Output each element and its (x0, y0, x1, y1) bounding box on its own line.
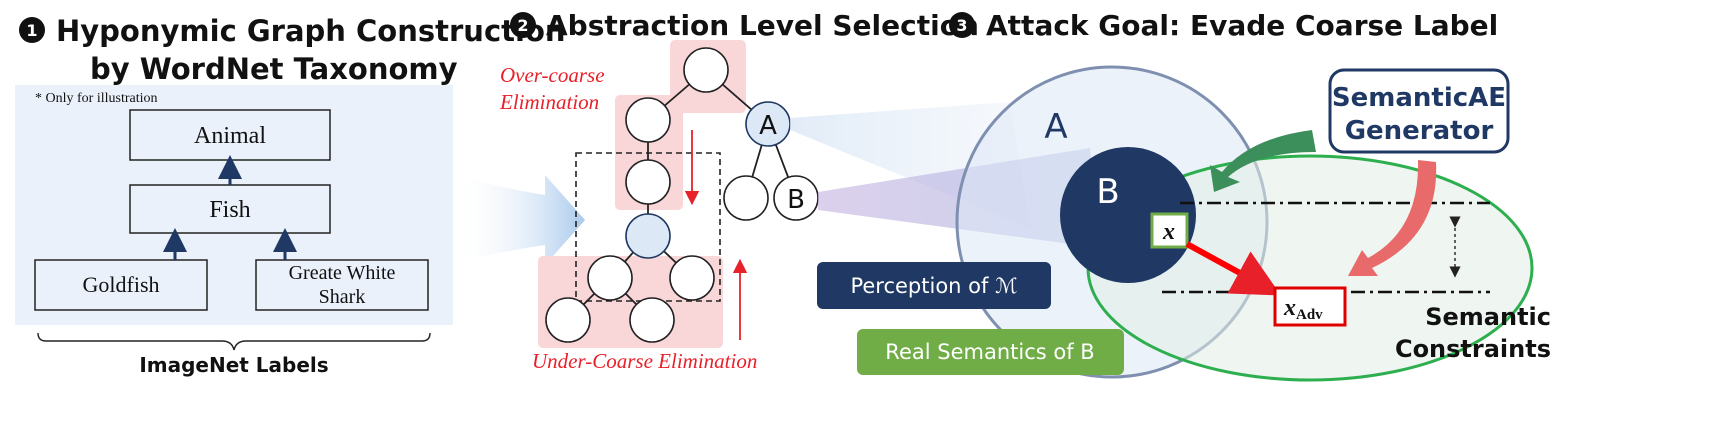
perception-pill (817, 262, 1051, 309)
section-3-number-badge (949, 12, 975, 38)
node-animal-box (129, 109, 331, 161)
labels-brace (37, 332, 431, 351)
node-shark-label-line-2: Shark (319, 286, 366, 308)
tree-node-left-2 (625, 159, 671, 205)
perception-symbol: ℳ (995, 274, 1017, 298)
section-2-title: Abstraction Level Selection (546, 9, 979, 42)
circle-a-label: A (1044, 107, 1067, 147)
over-coarse-label-line-2: Elimination (499, 90, 599, 114)
x-box (1150, 212, 1189, 249)
node-goldfish-label: Goldfish (83, 272, 160, 297)
section-1-title-line-1: Hyponymic Graph Construction (56, 14, 566, 48)
node-shark-box (255, 259, 429, 311)
x-adv-main: x (1283, 295, 1296, 321)
tree-node-selected (625, 213, 671, 259)
section-2-number-badge (510, 12, 536, 38)
section-1-title-line-2: by WordNet Taxonomy (90, 52, 458, 86)
generator-label-line-1: SemanticAE (1332, 83, 1506, 113)
perception-pill-label: Perception of ℳ (850, 274, 1017, 298)
taxonomy-note: * Only for illustration (35, 91, 158, 106)
generator-label-line-2: Generator (1345, 116, 1494, 146)
x-adv-sub: Adv (1296, 307, 1323, 323)
section-2-number: 2 (517, 16, 528, 35)
generator-box (1328, 68, 1510, 154)
section-3: 3 Attack Goal: Evade Coarse Label A B x … (790, 9, 1551, 382)
tree-node-llr (629, 297, 675, 343)
section-1-number-badge (19, 17, 45, 43)
tree-node-lll (545, 297, 591, 343)
over-coarse-label-line-1: Over-coarse (500, 63, 605, 87)
tree-node-a-left (723, 175, 769, 221)
x-adv-box (1273, 286, 1347, 327)
section-3-number: 3 (956, 16, 967, 35)
section-1: 1 Hyponymic Graph Construction by WordNe… (15, 14, 585, 377)
under-coarse-label: Under-Coarse Elimination (532, 349, 757, 373)
perception-prefix: Perception of (850, 274, 995, 298)
section-1-number: 1 (26, 21, 37, 40)
x-adv-label: xAdv (1283, 295, 1323, 323)
node-shark-label-line-1: Greate White (289, 262, 396, 284)
real-semantics-pill-label: Real Semantics of B (885, 340, 1094, 364)
tree-node-a-label: A (759, 111, 777, 141)
transition-arrow (455, 175, 585, 265)
x-label: x (1162, 219, 1175, 245)
tree-node-lr (669, 255, 715, 301)
tree-node-left-1 (625, 97, 671, 143)
taxonomy-footer: ImageNet Labels (139, 353, 328, 377)
node-fish-label: Fish (209, 197, 250, 223)
constraints-label-line-1: Semantic (1425, 303, 1551, 331)
tree-node-ll (587, 255, 633, 301)
section-2: 2 Abstraction Level Selection Over-coars… (499, 9, 979, 373)
perception-circle-b (1060, 147, 1196, 283)
generator-to-x-arrow (1210, 130, 1316, 192)
generator-to-x-adv-arrow (1348, 160, 1437, 276)
circle-b-label: B (1096, 172, 1119, 212)
node-animal-label: Animal (194, 123, 266, 149)
constraints-label-line-2: Constraints (1395, 335, 1551, 363)
tree-node-root (683, 47, 729, 93)
node-fish-box (129, 184, 331, 234)
real-semantics-pill (857, 329, 1124, 375)
tree-node-b-label: B (787, 185, 805, 215)
section-3-title: Attack Goal: Evade Coarse Label (986, 9, 1498, 42)
perturbation-arrow (1185, 241, 1282, 296)
node-goldfish-box (34, 259, 208, 311)
